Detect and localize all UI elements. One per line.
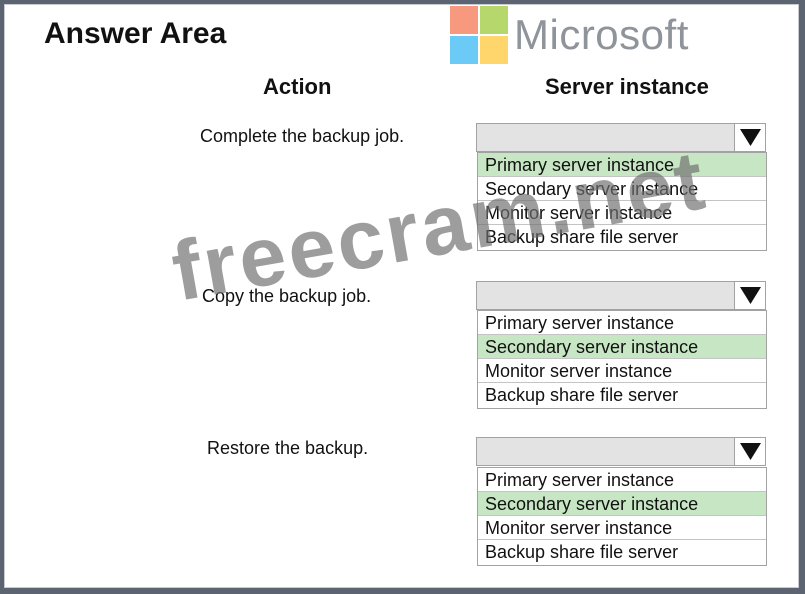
server-dropdown-restore-backup[interactable] [476,437,766,466]
dropdown-arrow-button[interactable] [734,124,765,151]
action-label-complete-backup: Complete the backup job. [200,126,405,146]
server-options-list-restore-backup: Primary server instance Secondary server… [477,467,767,566]
server-dropdown-copy-backup[interactable] [476,281,766,310]
option-secondary-server-instance[interactable]: Secondary server instance [478,335,766,359]
option-monitor-server-instance[interactable]: Monitor server instance [478,359,766,383]
server-dropdown-complete-backup[interactable] [476,123,766,152]
option-backup-share-file-server[interactable]: Backup share file server [485,227,679,247]
dropdown-arrow-button[interactable] [734,438,765,465]
logo-square-blue [450,36,478,64]
microsoft-logo-text: Microsoft [514,11,689,58]
server-options-list-complete-backup: Primary server instance Secondary server… [477,152,767,251]
option-primary-server-instance[interactable]: Primary server instance [478,468,766,492]
option-primary-server-instance[interactable]: Primary server instance [478,311,766,335]
option-primary-server-instance[interactable]: Primary server instance [478,153,766,177]
answer-area-title: Answer Area [44,17,227,50]
server-options-list-copy-backup: Primary server instance Secondary server… [477,310,767,409]
option-secondary-server-instance[interactable]: Secondary server instance [478,177,766,201]
microsoft-logo: Microsoft [450,6,720,66]
triangle-down-icon [739,287,761,304]
triangle-down-icon [739,129,761,146]
server-instance-column-header: Server instance [545,74,709,99]
action-column-header: Action [263,74,332,99]
option-monitor-server-instance[interactable]: Monitor server instance [478,201,766,225]
logo-square-yellow [480,36,508,64]
option-backup-share-file-server[interactable]: Backup share file server [485,385,679,405]
option-secondary-server-instance[interactable]: Secondary server instance [478,492,766,516]
action-label-restore-backup: Restore the backup. [207,438,369,458]
triangle-down-icon [739,443,761,460]
logo-square-red [450,6,478,34]
answer-area-panel: Answer Area Microsoft Action Server inst… [4,4,799,588]
option-backup-share-file-server[interactable]: Backup share file server [485,542,679,562]
microsoft-logo-icon [450,6,508,64]
option-monitor-server-instance[interactable]: Monitor server instance [478,516,766,540]
dropdown-arrow-button[interactable] [734,282,765,309]
logo-square-green [480,6,508,34]
action-label-copy-backup: Copy the backup job. [202,286,372,306]
